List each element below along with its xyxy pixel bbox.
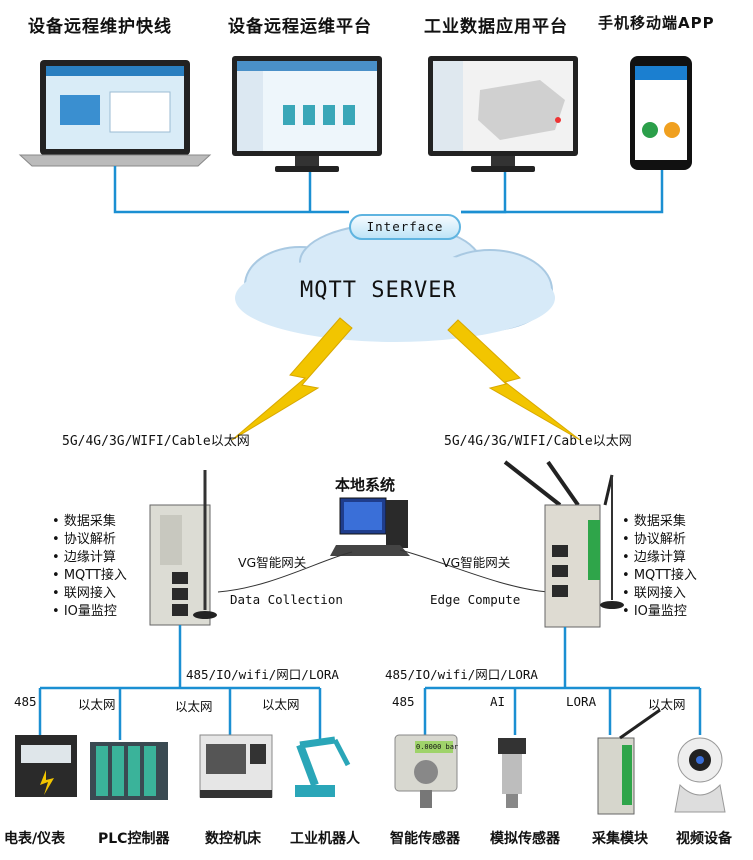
network-label-left: 5G/4G/3G/WIFI/Cable以太网 xyxy=(62,434,250,449)
bus-label-left: 485/IO/wifi/网口/LORA xyxy=(186,667,339,682)
device-label-analog-sensor: 模拟传感器 xyxy=(490,831,560,847)
feature-item: 联网接入 xyxy=(622,585,697,603)
smart-sensor-icon xyxy=(394,734,458,808)
title-remote-maintenance: 设备远程维护快线 xyxy=(28,17,172,37)
cnc-machine-icon xyxy=(199,734,273,798)
robot-arm-icon xyxy=(295,736,351,797)
title-ops-platform: 设备远程运维平台 xyxy=(228,17,372,37)
laptop-icon xyxy=(18,60,212,167)
feature-item: 协议解析 xyxy=(622,531,697,549)
link-label-ai: AI xyxy=(490,694,506,709)
feature-item: 联网接入 xyxy=(52,585,127,603)
computer-link-right xyxy=(399,549,549,593)
title-mobile-app: 手机移动端APP xyxy=(598,14,715,32)
feature-list-right: 数据采集 协议解析 边缘计算 MQTT接入 联网接入 IO量监控 xyxy=(622,513,697,621)
cloud-shape xyxy=(235,223,555,342)
edge-compute-label: Edge Compute xyxy=(430,592,521,607)
bottom-wires xyxy=(38,625,702,740)
top-wires xyxy=(113,166,664,214)
mqtt-server-label: MQTT SERVER xyxy=(300,278,457,303)
gateway-label-right: VG智能网关 xyxy=(442,555,511,570)
phone-icon xyxy=(630,56,692,170)
gateway-right-icon xyxy=(503,460,624,628)
data-collection-label: Data Collection xyxy=(230,592,343,607)
analog-sensor-icon xyxy=(498,738,526,808)
feature-item: 边缘计算 xyxy=(52,549,127,567)
title-data-platform: 工业数据应用平台 xyxy=(424,17,568,37)
feature-item: IO量监控 xyxy=(52,603,127,621)
link-label-ethernet: 以太网 xyxy=(78,697,116,712)
device-label-meter: 电表/仪表 xyxy=(4,831,66,847)
feature-item: 数据采集 xyxy=(622,513,697,531)
meter-icon xyxy=(15,735,77,797)
feature-item: 数据采集 xyxy=(52,513,127,531)
bus-label-right: 485/IO/wifi/网口/LORA xyxy=(385,667,538,682)
video-camera-icon xyxy=(674,737,726,813)
link-label-ethernet: 以太网 xyxy=(262,697,300,712)
link-label-ethernet: 以太网 xyxy=(175,699,213,714)
link-label-485: 485 xyxy=(392,694,415,709)
feature-list-left: 数据采集 协议解析 边缘计算 MQTT接入 联网接入 IO量监控 xyxy=(52,513,127,621)
interface-badge: Interface xyxy=(349,214,461,240)
link-label-ethernet: 以太网 xyxy=(648,697,686,712)
monitor-icon-ops xyxy=(232,56,382,172)
feature-item: IO量监控 xyxy=(622,603,697,621)
local-system-label: 本地系统 xyxy=(335,476,396,494)
feature-item: 边缘计算 xyxy=(622,549,697,567)
plc-icon xyxy=(90,742,168,800)
gateway-label-left: VG智能网关 xyxy=(238,555,307,570)
feature-item: 协议解析 xyxy=(52,531,127,549)
monitor-icon-data xyxy=(428,56,578,172)
gateway-left-icon xyxy=(149,470,217,626)
device-label-plc: PLC控制器 xyxy=(98,831,170,847)
device-label-collection-module: 采集模块 xyxy=(592,831,648,847)
device-label-smart-sensor: 智能传感器 xyxy=(390,831,460,847)
network-label-right: 5G/4G/3G/WIFI/Cable以太网 xyxy=(444,434,632,449)
device-label-robot: 工业机器人 xyxy=(290,831,360,847)
computer-link-left xyxy=(217,551,353,593)
feature-item: MQTT接入 xyxy=(52,567,127,585)
link-label-485: 485 xyxy=(14,694,37,709)
computer-icon xyxy=(330,497,410,556)
lightning-left xyxy=(231,317,353,441)
link-label-lora: LORA xyxy=(566,694,597,709)
collection-module-icon xyxy=(597,708,661,815)
feature-item: MQTT接入 xyxy=(622,567,697,585)
device-label-video: 视频设备 xyxy=(676,831,732,847)
sensor-display-value: 0.0000 bar xyxy=(416,743,459,751)
device-label-cnc: 数控机床 xyxy=(205,831,261,847)
lightning-right xyxy=(447,319,581,441)
